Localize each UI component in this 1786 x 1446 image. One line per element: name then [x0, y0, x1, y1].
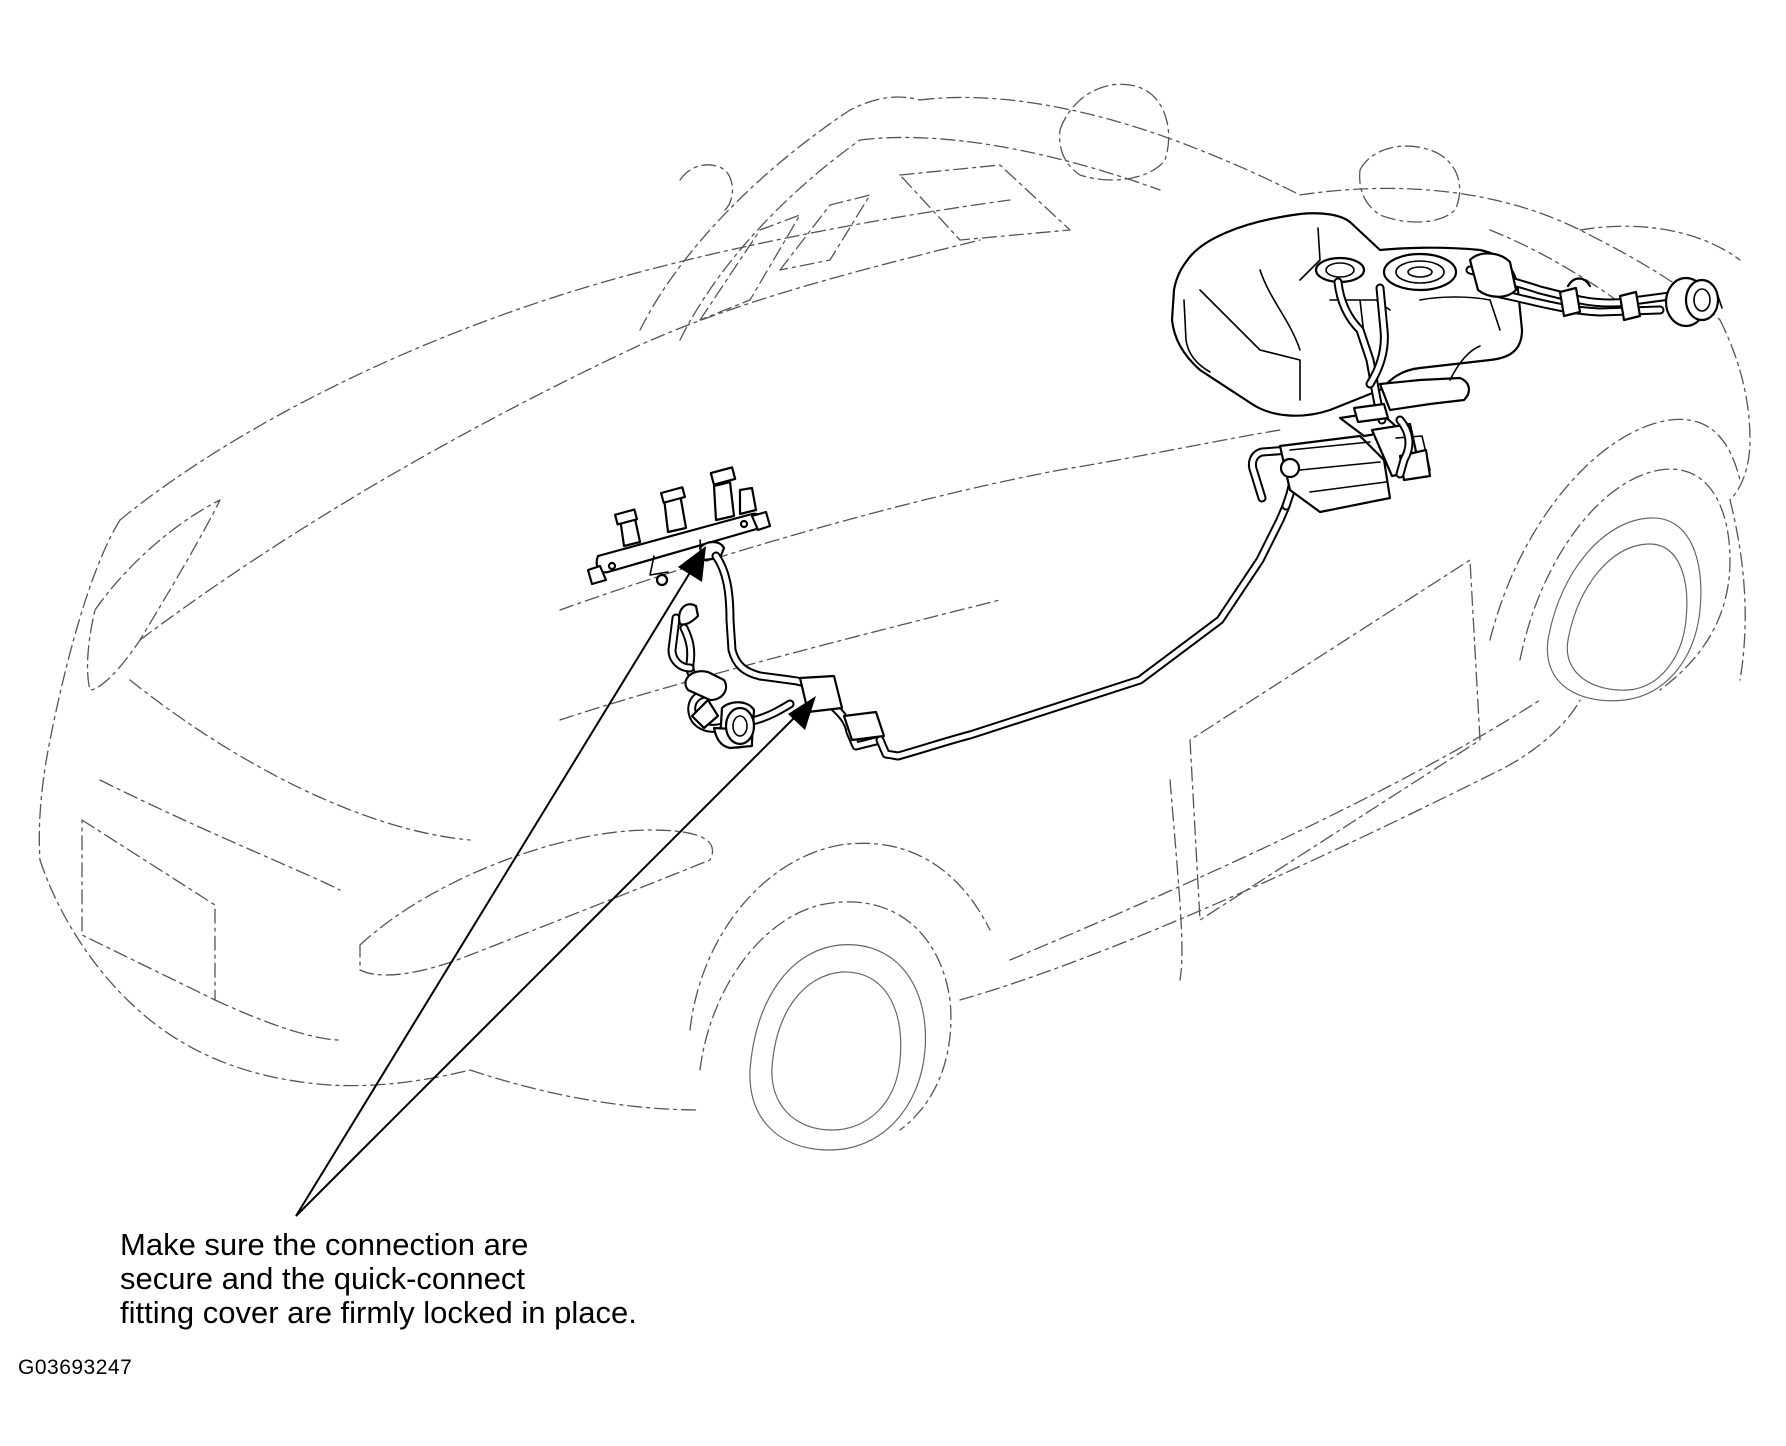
quick-connect-fitting-icon: [684, 670, 756, 750]
fuel-filter-icon: [1278, 410, 1432, 514]
caption-line-3: fitting cover are firmly locked in place…: [120, 1295, 637, 1330]
car-body-outline: [38, 83, 1751, 1151]
instruction-caption: Make sure the connection are secure and …: [120, 1228, 637, 1330]
fuel-rail-icon: [586, 466, 772, 587]
fuel-feed-line-icon: [667, 445, 1303, 761]
leader-arrow-icon: [295, 546, 816, 1217]
fuel-filler-cap-icon: [1465, 252, 1723, 328]
caption-line-2: secure and the quick-connect: [120, 1261, 525, 1296]
figure-id: G03693247: [18, 1356, 133, 1379]
tank-hoses-icon: [1333, 277, 1414, 479]
caption-line-1: Make sure the connection are: [120, 1227, 529, 1262]
